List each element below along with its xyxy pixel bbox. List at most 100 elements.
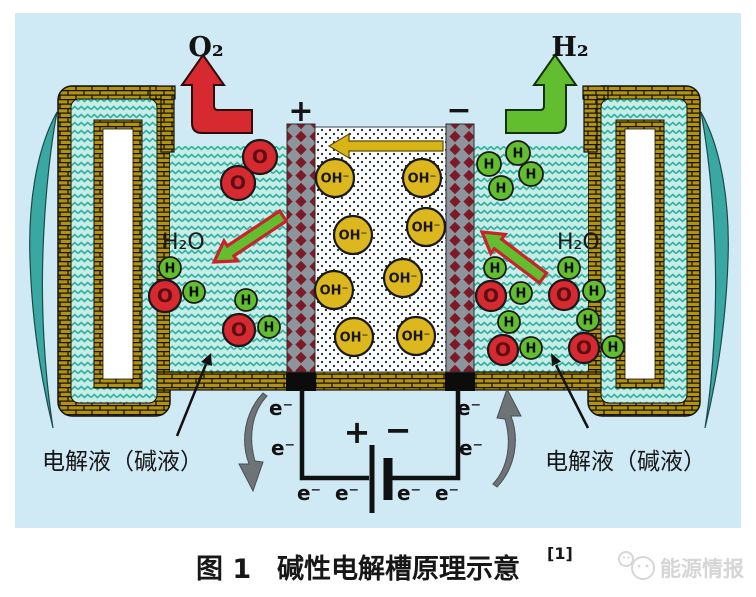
water-label-right: H₂O <box>557 230 600 255</box>
svg-text:H: H <box>516 287 527 302</box>
electron-label: e⁻ <box>457 396 481 420</box>
svg-text:H: H <box>496 182 507 197</box>
water-molecule: H O H <box>147 256 206 314</box>
hydroxide-ion: OH⁻ <box>333 316 375 358</box>
electron-label: e⁻ <box>335 481 359 505</box>
electrolyte-label-left: 电解液（碱液） <box>42 449 203 475</box>
hydrogen-bubble: H <box>488 175 514 201</box>
oxygen-outlet-arrow <box>180 53 253 134</box>
svg-text:H: H <box>241 294 252 309</box>
circulation-arrow-right <box>700 111 729 429</box>
watermark-brand: 能源情报 <box>660 557 744 581</box>
electron-flow-arrow-right <box>492 387 522 488</box>
electron-label: e⁻ <box>459 436 483 460</box>
svg-text:H: H <box>490 262 501 277</box>
svg-text:O: O <box>157 285 173 307</box>
water-molecules-left: H O H H O H <box>147 256 281 348</box>
hydroxide-ion: OH⁻ <box>332 214 374 256</box>
watermark-chat-bubble-icon <box>631 556 655 580</box>
hydroxide-ion: OH⁻ <box>314 157 356 199</box>
watermark: 能源情报 <box>618 551 744 581</box>
svg-text:OH⁻: OH⁻ <box>402 330 431 345</box>
hydrogen-gas-label: H₂ <box>551 32 588 63</box>
svg-text:H: H <box>504 316 515 331</box>
oxygen-bubbles: O O <box>219 138 279 202</box>
anode-terminal <box>286 372 316 391</box>
hydroxide-ion: OH⁻ <box>401 157 443 199</box>
svg-text:H: H <box>513 147 524 162</box>
svg-text:H: H <box>608 341 619 356</box>
svg-text:H: H <box>264 321 275 336</box>
caption-reference: [1] <box>547 544 573 563</box>
battery-plus-label: + <box>344 413 371 451</box>
hydrogen-bubble: H <box>476 151 502 177</box>
svg-text:OH⁻: OH⁻ <box>408 172 437 187</box>
svg-text:OH⁻: OH⁻ <box>340 331 369 346</box>
svg-text:OH⁻: OH⁻ <box>321 172 350 187</box>
svg-text:O: O <box>230 172 246 194</box>
caption-figure-number: 图 1 <box>196 554 251 585</box>
watermark-chat-bubble-icon <box>618 551 634 567</box>
hydrogen-bubbles: H H H H <box>476 140 544 201</box>
electron-label: e⁻ <box>435 481 459 505</box>
water-molecule: H O H <box>567 308 625 365</box>
svg-text:H: H <box>165 262 176 277</box>
oxygen-bubble: O <box>241 138 279 176</box>
electron-label: e⁻ <box>271 436 295 460</box>
water-molecule: H O H <box>486 310 543 367</box>
electrolyte-annotation-right: 电解液（碱液） <box>545 353 706 475</box>
electron-flow-arrow-left <box>238 392 268 493</box>
svg-text:H: H <box>189 286 200 301</box>
electrolyte-label-right: 电解液（碱液） <box>545 449 706 475</box>
electron-label: e⁻ <box>297 481 321 505</box>
svg-text:O: O <box>495 339 511 361</box>
svg-text:OH⁻: OH⁻ <box>412 221 441 236</box>
svg-text:H: H <box>583 314 594 329</box>
svg-text:O: O <box>252 146 268 168</box>
circulation-arrow-left <box>29 111 58 429</box>
reaction-arrow-left <box>211 208 289 264</box>
svg-text:H: H <box>526 168 537 183</box>
hydroxide-ion: OH⁻ <box>405 206 447 248</box>
svg-text:O: O <box>556 284 572 306</box>
electron-label: e⁻ <box>397 481 421 505</box>
svg-text:H: H <box>526 342 537 357</box>
reaction-arrow-right <box>479 230 549 286</box>
right-circulation-loop <box>587 85 701 417</box>
svg-text:O: O <box>483 285 499 307</box>
cathode-sign: − <box>446 93 471 128</box>
water-molecules-right: H O H H O H H O H H O H <box>474 256 625 367</box>
anode-sign: + <box>288 94 313 129</box>
oxygen-bubble: O <box>219 164 257 202</box>
figure-caption: 图 1 碱性电解槽原理示意 [1] <box>196 544 573 585</box>
svg-text:H: H <box>589 285 600 300</box>
external-circuit: + − e⁻ e⁻ e⁻ e⁻ e⁻ e⁻ e⁻ e⁻ <box>238 387 522 513</box>
hydroxide-ion: OH⁻ <box>395 315 437 357</box>
oxygen-gas-label: O₂ <box>188 32 223 63</box>
svg-text:H: H <box>564 262 575 277</box>
left-gas-wall <box>160 94 175 153</box>
svg-text:O: O <box>231 319 247 341</box>
water-molecule: H O H <box>221 288 281 348</box>
water-molecule: H O H <box>547 256 606 312</box>
right-gas-wall <box>583 94 598 153</box>
electrolyte-annotation-left: 电解液（碱液） <box>42 353 212 475</box>
hydroxide-ion: OH⁻ <box>382 257 424 299</box>
anode-electrode <box>286 123 316 373</box>
svg-text:O: O <box>576 337 592 359</box>
battery-minus-label: − <box>385 411 412 449</box>
hydrogen-bubble: H <box>518 161 544 187</box>
svg-text:OH⁻: OH⁻ <box>339 229 368 244</box>
water-molecule: H O H <box>474 256 533 313</box>
caption-title: 碱性电解槽原理示意 <box>277 553 520 585</box>
water-label-left: H₂O <box>162 230 205 255</box>
cathode-electrode <box>445 123 475 373</box>
hydroxide-ion: OH⁻ <box>313 269 355 311</box>
cathode-terminal <box>445 372 475 391</box>
hydroxide-ions: OH⁻ OH⁻ OH⁻ OH⁻ OH⁻ OH⁻ OH⁻ OH⁻ <box>313 157 447 358</box>
left-circulation-loop <box>57 85 171 417</box>
svg-text:H: H <box>484 158 495 173</box>
svg-text:OH⁻: OH⁻ <box>320 284 349 299</box>
